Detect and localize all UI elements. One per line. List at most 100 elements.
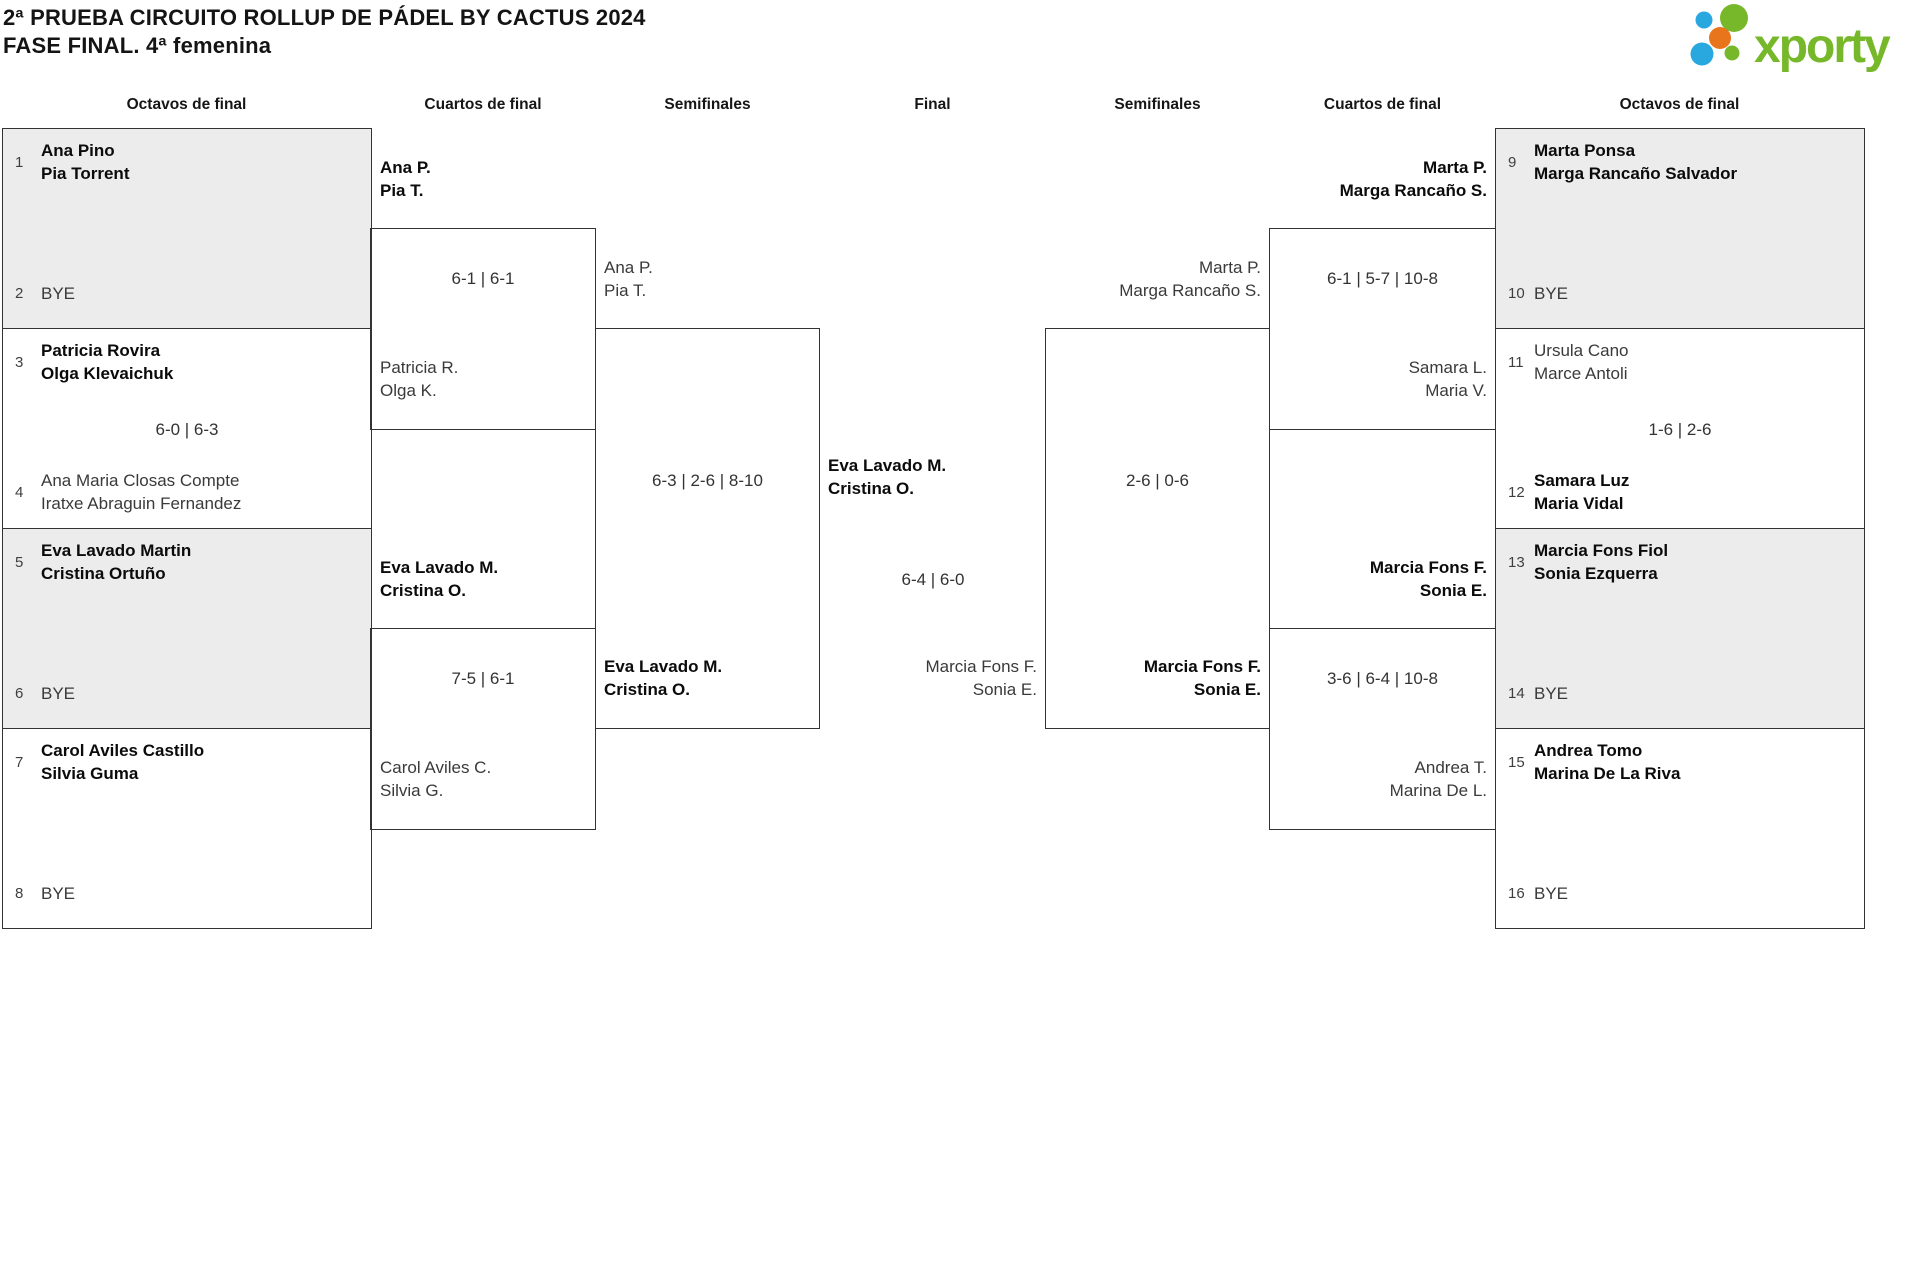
- player-name: Marga Rancaño Salvador: [1534, 164, 1738, 183]
- player-name: Marta P.: [1423, 158, 1487, 177]
- seed-number: 3: [15, 353, 24, 371]
- match-score: 6-1 | 5-7 | 10-8: [1327, 269, 1438, 288]
- seed-number: 2: [15, 285, 24, 302]
- bye-label: BYE: [41, 684, 76, 703]
- team-pair[interactable]: Marcia Fons Fiol Sonia Ezquerra: [1534, 539, 1668, 585]
- team-pair[interactable]: Marta Ponsa Marga Rancaño Salvador: [1534, 139, 1737, 185]
- team-row: 12 Samara Luz Maria Vidal: [1508, 469, 1852, 515]
- team-pair[interactable]: Ursula Cano Marce Antoli: [1534, 339, 1629, 385]
- team-row: 13 Marcia Fons Fiol Sonia Ezquerra: [1508, 539, 1852, 585]
- player-name: Marina De La Riva: [1534, 764, 1681, 783]
- match-box-octavos-7-8: 7 Carol Aviles Castillo Silvia Guma 8 BY…: [2, 728, 372, 929]
- player-name: Cristina O.: [604, 680, 690, 699]
- team-pair[interactable]: Patricia R. Olga K.: [380, 356, 458, 402]
- match-rect-semifinal-left: [595, 328, 820, 729]
- match-score: 6-1 | 6-1: [451, 269, 515, 288]
- team-pair[interactable]: Eva Lavado M. Cristina O.: [380, 556, 498, 602]
- logo-wordmark: xporty: [1754, 20, 1891, 73]
- team-row: 4 Ana Maria Closas Compte Iratxe Abragui…: [15, 469, 359, 515]
- seed-number: 14: [1508, 685, 1525, 702]
- match-box-octavos-5-6: 5 Eva Lavado Martin Cristina Ortuño 6 BY…: [2, 528, 372, 729]
- player-name: Andrea Tomo: [1534, 741, 1643, 760]
- team-pair: BYE: [41, 682, 75, 705]
- team-pair[interactable]: Ana Maria Closas Compte Iratxe Abraguin …: [41, 469, 241, 515]
- player-name: Silvia G.: [380, 781, 444, 800]
- team-pair[interactable]: Ana P. Pia T.: [380, 156, 431, 202]
- player-name: Marga Rancaño S.: [1119, 281, 1261, 300]
- seed-number: 11: [1508, 353, 1524, 371]
- team-pair[interactable]: Ana P. Pia T.: [604, 256, 653, 302]
- player-name: Samara Luz: [1534, 471, 1630, 490]
- team-pair[interactable]: Patricia Rovira Olga Klevaichuk: [41, 339, 173, 385]
- xporty-logo[interactable]: xporty: [1686, 2, 1918, 76]
- player-name: Carol Aviles Castillo: [41, 741, 205, 760]
- player-name: Sonia E.: [972, 680, 1037, 699]
- team-pair[interactable]: Marcia Fons F. Sonia E.: [1270, 556, 1487, 602]
- final-score: 6-4 | 6-0: [901, 570, 965, 589]
- player-name: Eva Lavado M.: [828, 456, 947, 475]
- player-name: Andrea T.: [1414, 758, 1487, 777]
- team-pair[interactable]: Eva Lavado M. Cristina O.: [604, 655, 722, 701]
- team-pair[interactable]: Ana Pino Pia Torrent: [41, 139, 129, 185]
- player-name: Ana Pino: [41, 141, 115, 160]
- team-row: 3 Patricia Rovira Olga Klevaichuk: [15, 339, 359, 385]
- match-box-octavos-1-2: 1 Ana Pino Pia Torrent 2 BYE: [2, 128, 372, 329]
- player-name: Ursula Cano: [1534, 341, 1629, 360]
- team-pair-final-runnerup[interactable]: Marcia Fons F. Sonia E.: [820, 655, 1037, 701]
- team-pair-final-winner[interactable]: Eva Lavado M. Cristina O.: [828, 454, 946, 500]
- player-name: Eva Lavado M.: [380, 558, 499, 577]
- player-name: Maria Vidal: [1534, 494, 1624, 513]
- player-name: Sonia E.: [1193, 680, 1261, 699]
- player-name: Marcia Fons F.: [1143, 657, 1261, 676]
- round-header-cuartos-right: Cuartos de final: [1323, 96, 1442, 113]
- seed-number: 10: [1508, 285, 1525, 302]
- player-name: Marce Antoli: [1534, 364, 1628, 383]
- logo-dot-blue-small: [1695, 11, 1713, 29]
- bye-label: BYE: [1534, 684, 1569, 703]
- seed-number: 4: [15, 483, 24, 501]
- bye-label: BYE: [41, 284, 76, 303]
- player-name: Patricia Rovira: [41, 341, 161, 360]
- bye-label: BYE: [41, 884, 76, 903]
- page-title: 2ª PRUEBA CIRCUITO ROLLUP DE PÁDEL BY CA…: [3, 4, 646, 60]
- team-pair[interactable]: Carol Aviles Castillo Silvia Guma: [41, 739, 204, 785]
- seed-number: 8: [15, 885, 24, 902]
- seed-number: 1: [15, 153, 24, 171]
- match-box-octavos-13-14: 13 Marcia Fons Fiol Sonia Ezquerra 14 BY…: [1495, 528, 1865, 729]
- team-row: 1 Ana Pino Pia Torrent: [15, 139, 359, 185]
- round-header-octavos-right: Octavos de final: [1619, 96, 1740, 113]
- phase-subtitle: FASE FINAL. 4ª femenina: [3, 33, 272, 58]
- match-rect-cuartos-left-b: [370, 628, 596, 830]
- match-box-octavos-15-16: 15 Andrea Tomo Marina De La Riva 16 BYE: [1495, 728, 1865, 929]
- match-rect-cuartos-right-b: [1269, 628, 1496, 830]
- player-name: Pia T.: [604, 281, 647, 300]
- team-pair[interactable]: Samara L. Maria V.: [1270, 356, 1487, 402]
- player-name: Cristina Ortuño: [41, 564, 166, 583]
- team-pair[interactable]: Andrea T. Marina De L.: [1270, 756, 1487, 802]
- match-score: 6-0 | 6-3: [155, 420, 219, 439]
- player-name: Sonia Ezquerra: [1534, 564, 1658, 583]
- logo-dot-blue-medium: [1690, 42, 1714, 66]
- logo-dot-orange: [1709, 27, 1731, 49]
- team-pair[interactable]: Eva Lavado Martin Cristina Ortuño: [41, 539, 191, 585]
- team-pair[interactable]: Andrea Tomo Marina De La Riva: [1534, 739, 1680, 785]
- team-row: 16 BYE: [1508, 882, 1852, 905]
- team-pair[interactable]: Carol Aviles C. Silvia G.: [380, 756, 491, 802]
- match-box-octavos-11-12: 11 Ursula Cano Marce Antoli 1-6 | 2-6 12…: [1495, 328, 1865, 529]
- team-row: 10 BYE: [1508, 282, 1852, 305]
- team-row: 7 Carol Aviles Castillo Silvia Guma: [15, 739, 359, 785]
- team-pair[interactable]: Marta P. Marga Rancaño S.: [1046, 256, 1261, 302]
- team-row: 15 Andrea Tomo Marina De La Riva: [1508, 739, 1852, 785]
- round-header-octavos-left: Octavos de final: [126, 96, 247, 113]
- player-name: Marga Rancaño S.: [1339, 181, 1487, 200]
- seed-number: 7: [15, 753, 24, 771]
- team-pair[interactable]: Samara Luz Maria Vidal: [1534, 469, 1629, 515]
- team-row: 9 Marta Ponsa Marga Rancaño Salvador: [1508, 139, 1852, 185]
- player-name: Silvia Guma: [41, 764, 139, 783]
- team-pair[interactable]: Marta P. Marga Rancaño S.: [1270, 156, 1487, 202]
- logo-dot-green-small: [1724, 45, 1740, 61]
- team-pair[interactable]: Marcia Fons F. Sonia E.: [1046, 655, 1261, 701]
- player-name: Samara L.: [1408, 358, 1487, 377]
- match-box-octavos-9-10: 9 Marta Ponsa Marga Rancaño Salvador 10 …: [1495, 128, 1865, 329]
- team-row: 11 Ursula Cano Marce Antoli: [1508, 339, 1852, 385]
